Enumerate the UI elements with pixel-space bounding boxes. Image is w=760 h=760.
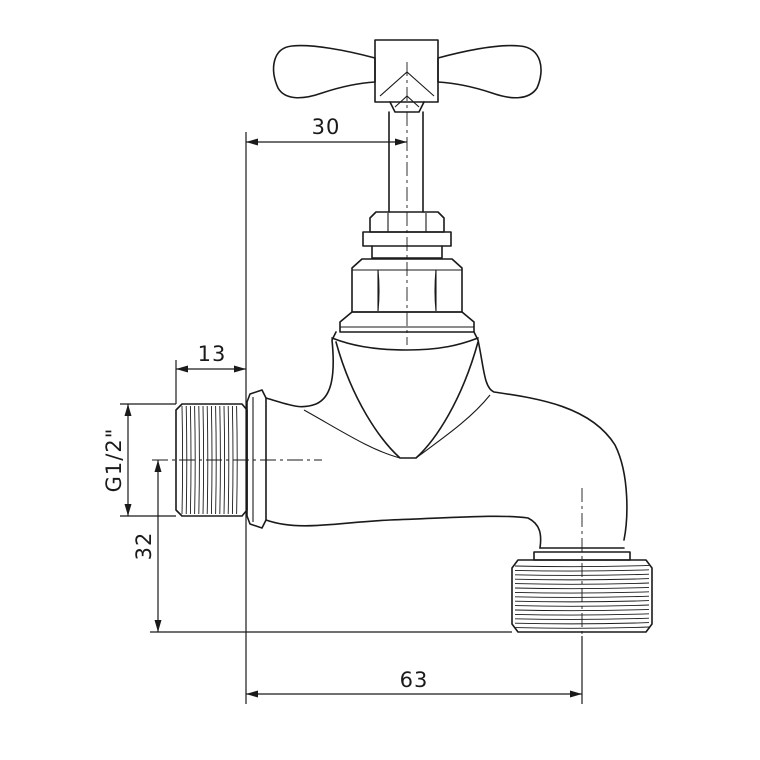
thread-line [194, 405, 196, 515]
tap-body [246, 331, 631, 561]
dimension-thread-size: G1/2" [102, 403, 176, 517]
dimension-32-label: 32 [132, 532, 156, 561]
dimension-13-label: 13 [198, 342, 227, 366]
dimension-63-label: 63 [400, 668, 429, 692]
thread-line [223, 405, 226, 515]
dimension-thread-size-label: G1/2" [102, 428, 126, 493]
spindle [388, 111, 424, 213]
center-lines [152, 62, 583, 636]
dimension-13: 13 [175, 342, 246, 404]
thread-line [514, 578, 650, 581]
thread-line [514, 608, 650, 612]
thread-line [202, 405, 205, 515]
thread-line [231, 405, 234, 515]
thread-line [514, 626, 650, 629]
thread-line [514, 582, 650, 585]
dimension-30: 30 [245, 115, 407, 704]
dimension-32: 32 [132, 460, 512, 633]
bonnet-hex [339, 258, 475, 333]
dimension-30-label: 30 [312, 115, 341, 139]
dimension-63: 63 [246, 636, 583, 704]
